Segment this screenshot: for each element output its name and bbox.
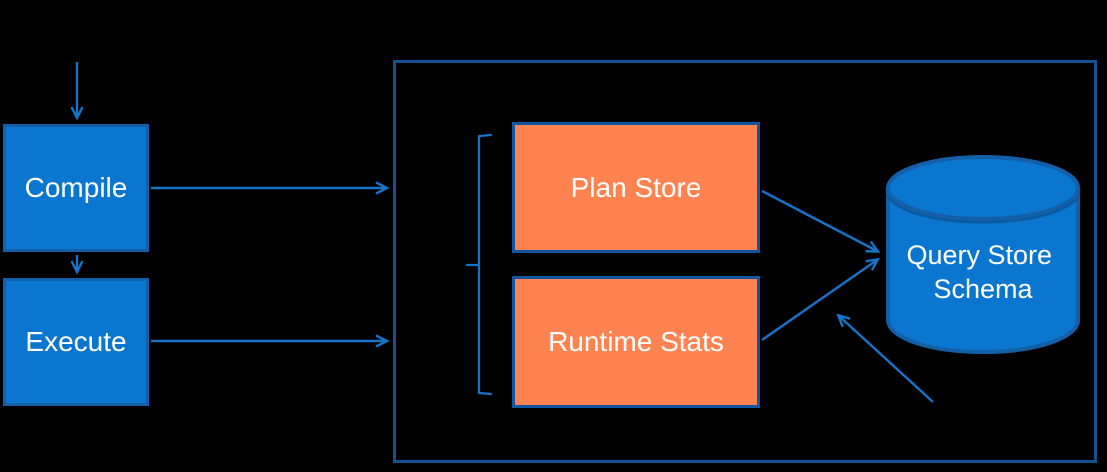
plan-store-label: Plan Store bbox=[570, 171, 702, 203]
database-cylinder-icon bbox=[885, 155, 1081, 355]
arrow-runtime-stats-to-schema bbox=[761, 257, 881, 341]
plan-store-node: Plan Store bbox=[512, 122, 760, 253]
arrow-bottom-annotation bbox=[836, 313, 934, 403]
runtime-stats-label: Runtime Stats bbox=[548, 326, 724, 357]
arrow-plan-store-to-schema bbox=[761, 189, 881, 253]
compile-node: Compile bbox=[3, 124, 149, 252]
query-store-schema-label: Query Store Schema bbox=[906, 240, 1059, 304]
execute-label: Execute bbox=[25, 326, 127, 357]
compile-label: Compile bbox=[24, 172, 128, 203]
query-store-container bbox=[393, 60, 1097, 463]
runtime-stats-node: Runtime Stats bbox=[512, 276, 760, 408]
execute-node: Execute bbox=[3, 278, 149, 406]
